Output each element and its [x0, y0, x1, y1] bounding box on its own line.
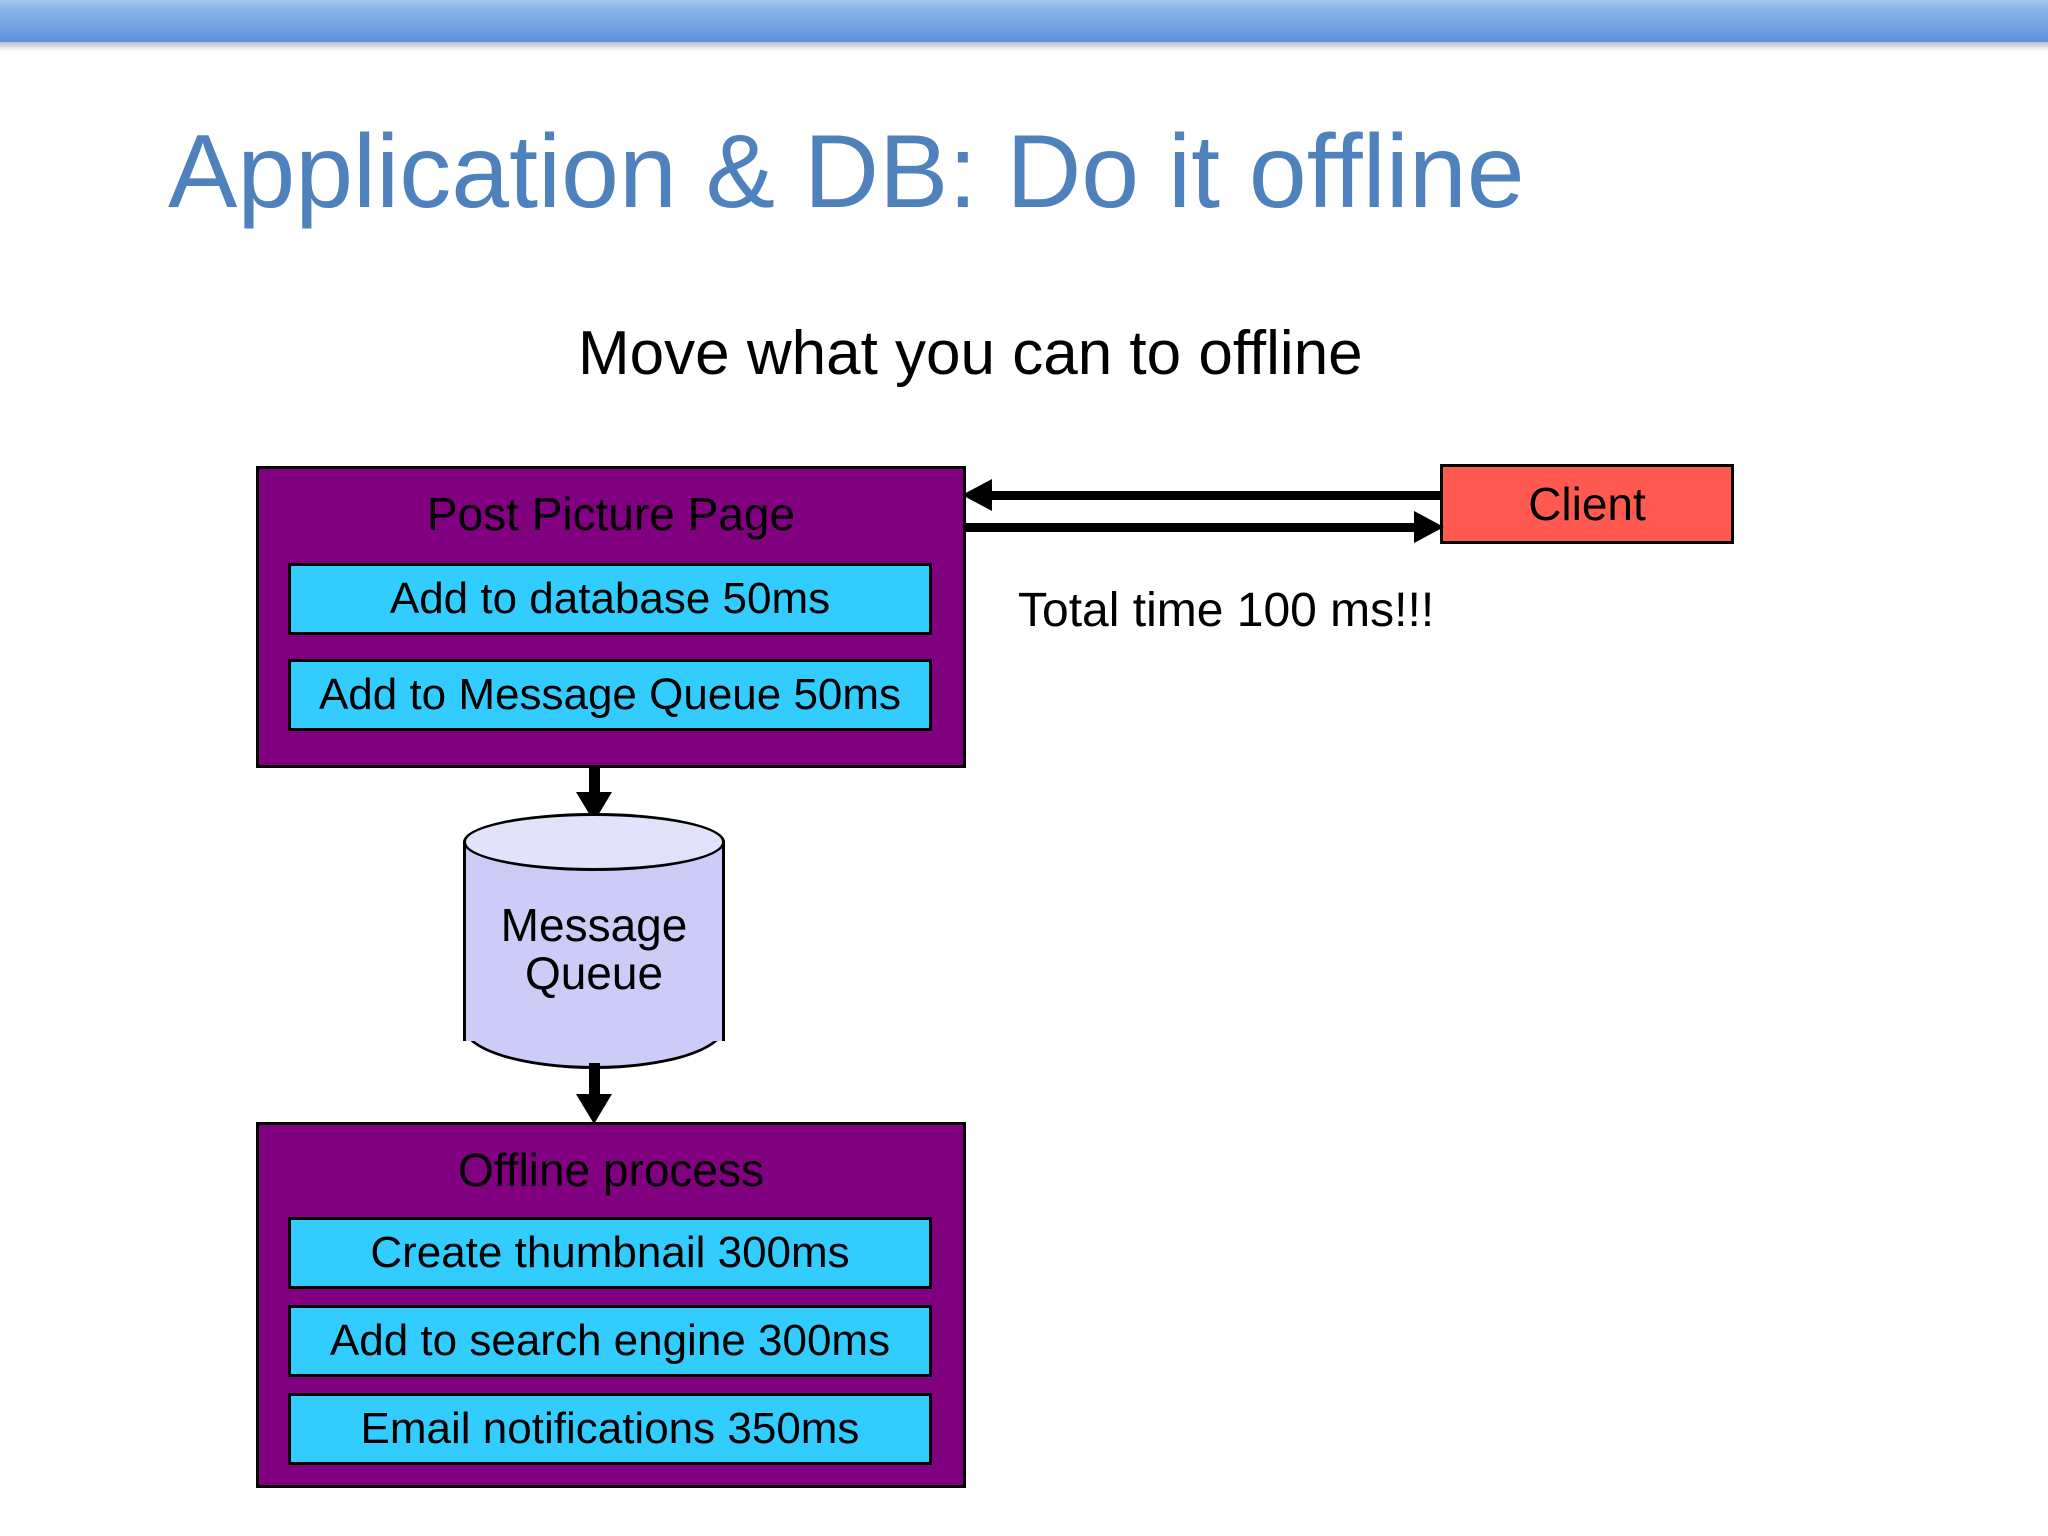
- arrow-page-to-client-line: [965, 523, 1420, 532]
- offline-process-title: Offline process: [458, 1144, 764, 1196]
- message-queue-label: Message Queue: [463, 901, 725, 998]
- slide-subtitle: Move what you can to offline: [578, 319, 1363, 388]
- message-queue-cylinder: Message Queue: [463, 813, 725, 1069]
- message-queue-label-line2: Queue: [524, 947, 664, 1000]
- cylinder-body: [463, 841, 725, 1041]
- post-picture-page-title: Post Picture Page: [426, 488, 796, 540]
- arrow-client-to-page-line: [988, 491, 1443, 500]
- arrow-queue-to-offline-head-icon: [576, 1094, 612, 1124]
- post-picture-page-group: Post Picture Page Add to database 50ms A…: [256, 466, 966, 768]
- arrow-queue-to-offline-line: [589, 1063, 600, 1099]
- step-add-to-search-engine: Add to search engine 300ms: [288, 1305, 932, 1377]
- top-banner-shadow: [0, 42, 2048, 52]
- step-add-to-message-queue: Add to Message Queue 50ms: [288, 659, 932, 731]
- arrow-client-to-page-head-icon: [962, 479, 992, 511]
- client-box: Client: [1440, 464, 1734, 544]
- top-banner: [0, 0, 2048, 42]
- page-title: Application & DB: Do it offline: [168, 114, 1525, 230]
- step-add-to-database: Add to database 50ms: [288, 563, 932, 635]
- message-queue-label-line1: Message: [500, 899, 688, 951]
- arrow-page-to-client-head-icon: [1414, 511, 1444, 543]
- step-create-thumbnail: Create thumbnail 300ms: [288, 1217, 932, 1289]
- arrow-page-to-queue-line: [589, 768, 600, 798]
- step-email-notifications: Email notifications 350ms: [288, 1393, 932, 1465]
- offline-process-group: Offline process Create thumbnail 300ms A…: [256, 1122, 966, 1488]
- total-time-note: Total time 100 ms!!!: [1018, 584, 1435, 637]
- cylinder-top-ellipse: [463, 813, 725, 871]
